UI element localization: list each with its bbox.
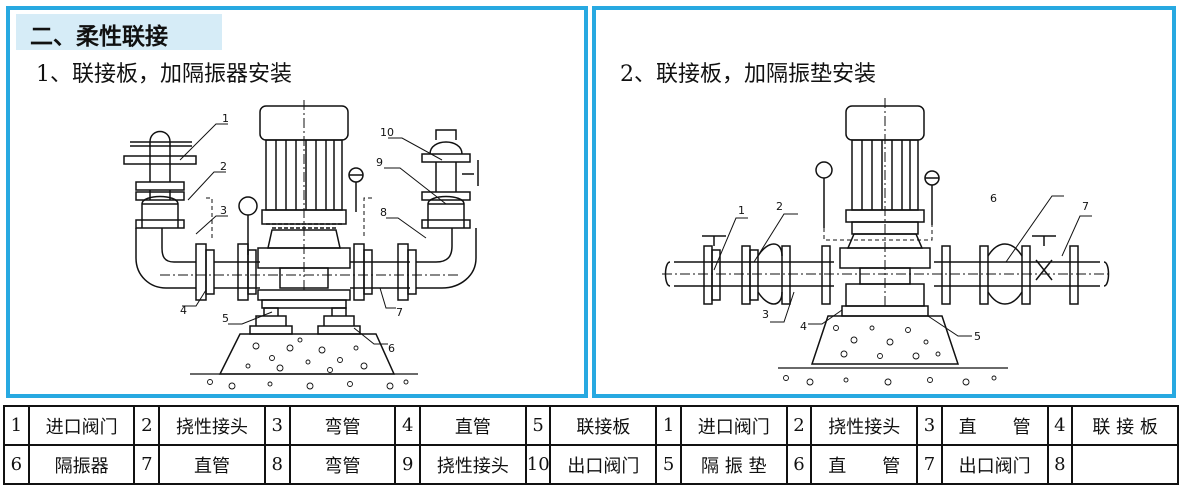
legend-name: 挠性接头	[158, 405, 266, 446]
legend-num: 2	[785, 405, 813, 446]
isolator-right	[317, 307, 361, 335]
legend-name: 联接板	[549, 405, 658, 446]
legend-num: 3	[916, 405, 943, 446]
legend-num: 3	[263, 405, 291, 446]
callout-6: 6	[990, 192, 997, 205]
legend-name	[1071, 444, 1179, 485]
legend-name: 直管	[419, 405, 527, 446]
elbow-right	[416, 228, 477, 289]
callout-4: 4	[800, 320, 807, 333]
callout-2: 2	[776, 200, 783, 213]
callout-6: 6	[388, 342, 395, 355]
callout-9: 9	[376, 156, 383, 169]
legend-table: 1 进口阀门 2 挠性接头 3 弯管 4 直管 5 联接板 1 进口阀门 2 挠…	[3, 405, 1179, 485]
legend-num: 8	[1046, 444, 1074, 485]
callout-3: 3	[762, 308, 769, 321]
legend-name: 挠性接头	[810, 405, 919, 446]
callout-8: 8	[380, 206, 387, 219]
section-tag: 二、柔性联接	[16, 14, 222, 50]
flexible-joint-right	[987, 243, 1023, 305]
section-title: 二、柔性联接	[30, 23, 168, 50]
callout-1: 1	[738, 204, 745, 217]
diagram-pad-install: 1 2 3 4 5 6 7	[662, 98, 1110, 386]
legend-row: 6 隔振器 7 直管 8 弯管 9 挠性接头 10 出口阀门 5 隔 振 垫 6…	[3, 444, 1179, 485]
subtitle-isolator: 1、联接板，加隔振器安装	[36, 62, 292, 87]
inlet-valve-left	[123, 155, 197, 165]
legend-num: 1	[655, 405, 682, 446]
legend-name: 隔振器	[27, 444, 136, 485]
outlet-valve	[1032, 235, 1056, 281]
legend-name: 挠性接头	[419, 444, 527, 485]
callout-7: 7	[1082, 200, 1089, 213]
callout-10: 10	[380, 126, 394, 139]
callout-4: 4	[180, 304, 187, 317]
callout-7: 7	[396, 306, 403, 319]
legend-name: 出口阀门	[549, 444, 658, 485]
legend-num: 1	[3, 405, 30, 446]
legend-row: 1 进口阀门 2 挠性接头 3 弯管 4 直管 5 联接板 1 进口阀门 2 挠…	[3, 405, 1179, 446]
legend-name: 直 管	[940, 405, 1049, 446]
pressure-gauge-left	[815, 161, 833, 179]
legend-name: 直管	[158, 444, 266, 485]
concrete-foundation	[218, 333, 396, 375]
legend-name: 直 管	[810, 444, 919, 485]
legend-name: 隔 振 垫	[679, 444, 788, 485]
legend-num: 6	[785, 444, 813, 485]
legend-num: 8	[263, 444, 291, 485]
subtitle-pad: 2、联接板，加隔振垫安装	[620, 62, 876, 87]
legend-name: 联 接 板	[1071, 405, 1179, 446]
elbow-left	[135, 228, 196, 289]
legend-num: 4	[1046, 405, 1074, 446]
legend-name: 弯管	[288, 444, 397, 485]
legend-num: 2	[133, 405, 161, 446]
legend-num: 9	[394, 444, 422, 485]
callout-3: 3	[220, 204, 227, 217]
connection-plate	[257, 289, 351, 301]
callout-5: 5	[222, 312, 229, 325]
legend-name: 出口阀门	[940, 444, 1049, 485]
outlet-valve-right	[429, 129, 463, 155]
panel-vibration-pad: 2、联接板，加隔振垫安装	[592, 6, 1176, 398]
legend-name: 弯管	[288, 405, 397, 446]
flexible-joint-left	[757, 243, 783, 305]
callout-2: 2	[220, 160, 227, 173]
connection-plate	[841, 305, 929, 317]
panel-vibration-isolator: 二、柔性联接 1、联接板，加隔振器安装	[6, 6, 588, 398]
legend-num: 6	[3, 444, 30, 485]
legend-num: 5	[655, 444, 682, 485]
legend-num: 10	[524, 444, 552, 485]
inlet-valve	[702, 235, 726, 246]
callout-5: 5	[974, 330, 981, 343]
pressure-gauge-left	[238, 196, 258, 216]
diagram-isolator-install: 1 2 3 4 5 6 7 8 9 10	[123, 100, 479, 390]
concrete-foundation	[810, 315, 960, 365]
legend-num: 4	[394, 405, 422, 446]
legend-name: 进口阀门	[679, 405, 788, 446]
legend-num: 7	[133, 444, 161, 485]
legend-num: 7	[916, 444, 943, 485]
callout-1: 1	[222, 112, 229, 125]
legend-name: 进口阀门	[27, 405, 136, 446]
legend-num: 5	[524, 405, 552, 446]
